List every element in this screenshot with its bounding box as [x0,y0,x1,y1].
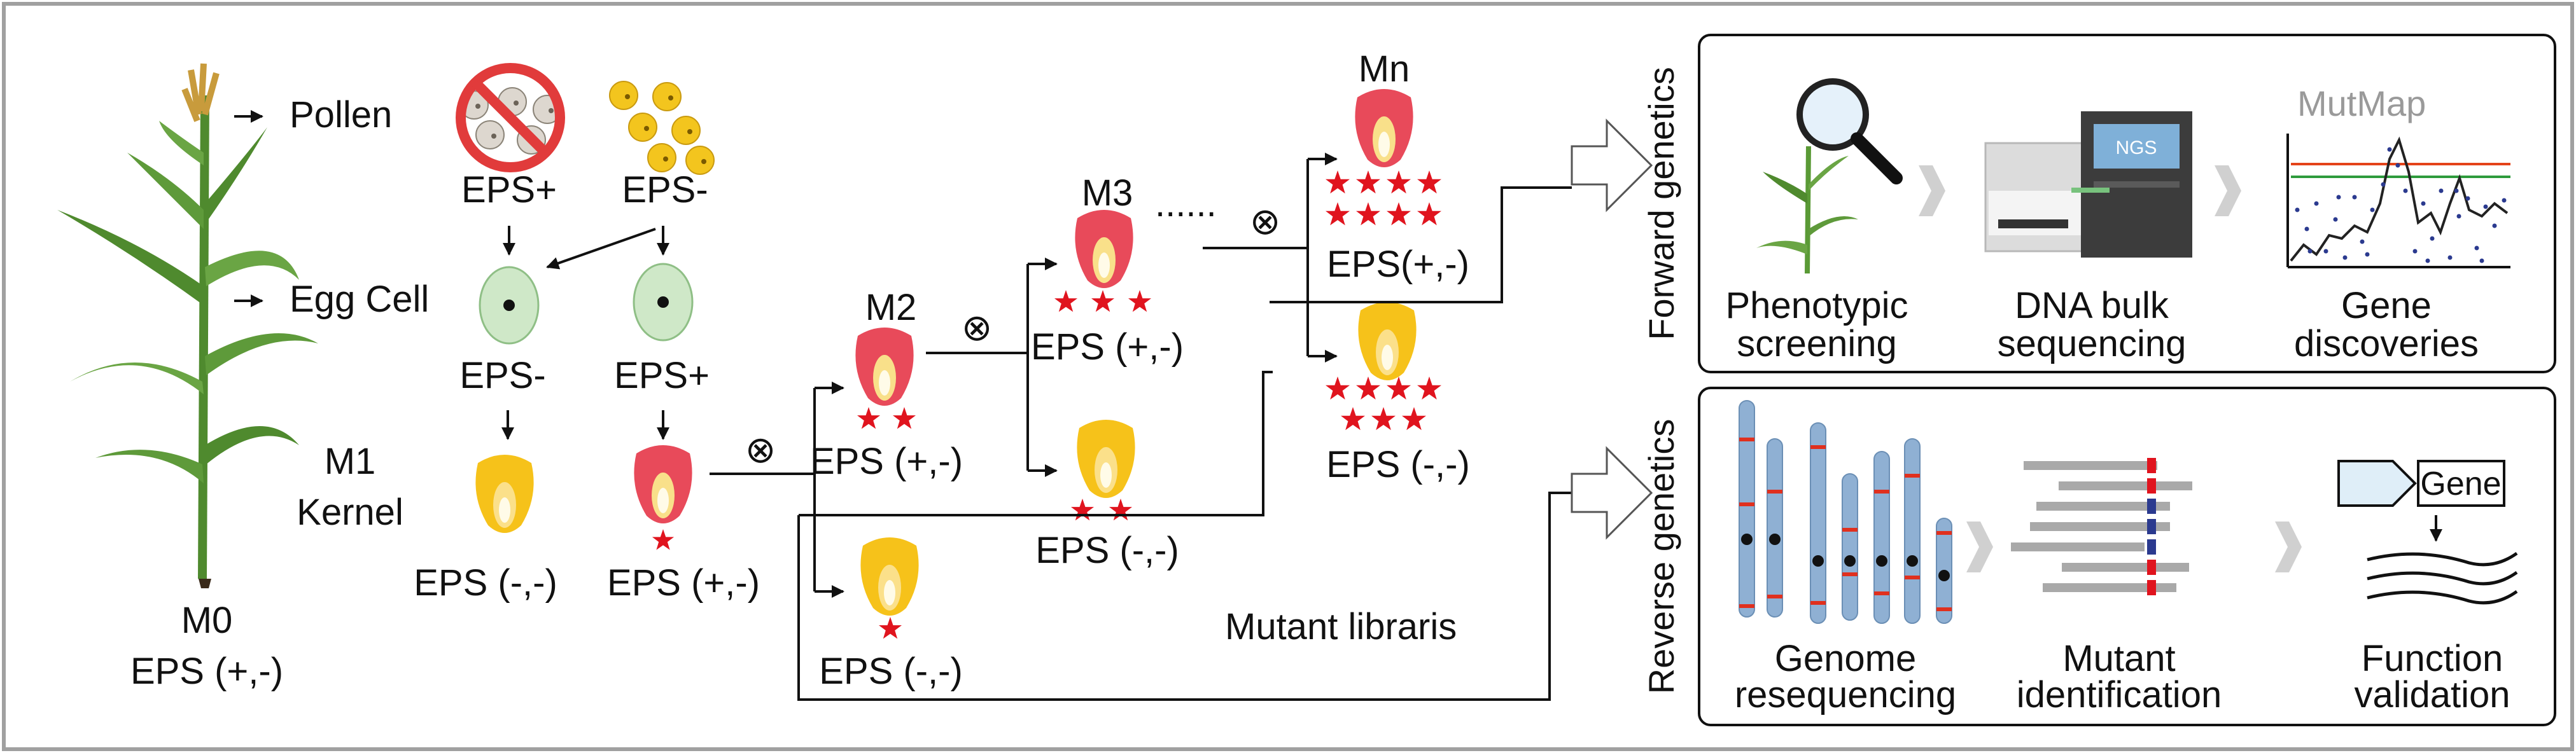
pollen-eps-plus-crossed-icon [456,63,565,172]
m1-eps-mm-label: EPS (-,-) [414,562,557,604]
m3-star-2 [1091,290,1115,312]
self-cross-symbol-m2: ⊗ [962,307,993,349]
forward-step3-line1: Gene [2341,285,2432,326]
m0-label: M0 [181,600,233,641]
svg-text:Gene: Gene [2420,466,2501,502]
line-to-reverse-genetics-b [797,492,1572,701]
m2-eps-mm-label: EPS (-,-) [819,651,963,692]
m3-kernel-red-icon [1075,210,1133,288]
mn-yellow-stars [1326,376,1441,431]
m3-eps-pm-label: EPS (+,-) [1031,326,1184,368]
reverse-big-arrow [1571,447,1653,539]
maize-plant-icon [57,63,318,588]
forward-step2-line2: sequencing [1998,323,2187,364]
chromosomes-icon [1739,400,1952,624]
m2-star-2 [892,407,916,429]
egg-cell-eps-minus-icon [479,266,540,345]
forward-step2-line1: DNA bulk [2015,285,2169,326]
egg-cell-eps-plus-icon [633,263,694,342]
reverse-step2-line1: Mutant [2062,638,2175,679]
line-to-forward-genetics [1270,186,1572,303]
mn-eps-pm-label: EPS(+,-) [1327,244,1469,285]
pollen-eps-minus-icon [609,81,715,175]
forward-step1-line1: Phenotypic [1726,285,1908,326]
mn-eps-mm-label: EPS (-,-) [1326,444,1470,485]
m0-eps-label: EPS (+,-) [130,651,283,692]
m3-star-1 [1054,290,1078,312]
forward-chevron-2 [2215,165,2241,216]
forward-genetics-panel [1698,34,2556,373]
reverse-genetics-title: Reverse genetics [1641,419,1681,694]
m2-kernel-star [878,617,902,639]
pollen-eps-minus-label: EPS- [622,169,708,211]
m3-eps-mm-label: EPS (-,-) [1035,530,1179,571]
m3-yellow-star-1 [1070,499,1095,521]
m2-eps-pm-label: EPS (+,-) [810,441,963,482]
m1-label: M1 [325,441,376,482]
m3-label: M3 [1082,172,1133,214]
egg-eps-plus-label: EPS+ [614,355,710,396]
forward-step3-line2: discoveries [2294,323,2479,364]
pollen-eps-plus-label: EPS+ [461,169,557,211]
reverse-step1-line1: Genome [1775,638,1916,679]
forward-step1-line2: screening [1737,323,1896,364]
egg-cell-label: Egg Cell [290,279,429,320]
generation-dots: ...... [1155,183,1217,225]
reverse-genetics-panel [1698,387,2556,726]
forward-genetics-title: Forward genetics [1641,67,1681,340]
m1-eps-pm-label: EPS (+,-) [607,562,760,604]
kernel-label: Kernel [297,492,403,533]
m1-kernel-yellow-icon [475,455,534,533]
aligned-reads-icon [2011,458,2192,595]
mutant-libraries-label: Mutant libraris [1225,606,1457,647]
m1-kernel-star [652,529,675,550]
m3-yellow-star-2 [1109,499,1133,521]
mn-kernel-red-icon [1355,89,1413,167]
m2-label: M2 [865,287,917,328]
m2-star-1 [857,407,881,429]
egg-eps-minus-label: EPS- [459,355,545,396]
mutmap-title: MutMap [2297,83,2426,123]
magnifier-plant-icon [1756,78,1903,274]
m2-kernel-yellow-icon [860,537,919,616]
self-cross-symbol-m3: ⊗ [1250,201,1281,242]
forward-chevron-1 [1919,165,1945,216]
mutmap-plot [2286,134,2510,268]
reverse-chevron-2 [2275,522,2302,572]
ngs-sequencer-icon: NGS [1984,111,2192,258]
m3-kernel-yellow-icon [1077,420,1135,498]
reverse-step3-line2: validation [2354,674,2510,715]
self-cross-symbol-m1: ⊗ [745,429,776,471]
line-to-reverse-genetics-a [799,371,1273,516]
mn-red-stars [1326,170,1441,226]
reverse-chevron-1 [1966,522,1993,572]
m1-kernel-red-icon [634,445,692,523]
reverse-step3-line1: Function [2362,638,2503,679]
forward-big-arrow [1571,120,1653,211]
mn-kernel-yellow-icon [1358,302,1417,380]
reverse-step2-line2: identification [2017,674,2222,715]
m2-kernel-red-icon [855,328,914,406]
pollen-label: Pollen [290,94,392,135]
reverse-step1-line2: resequencing [1735,674,1956,715]
mn-label: Mn [1359,48,1410,90]
svg-text:NGS: NGS [2115,137,2157,158]
arrow-pollen-minus-cross [546,228,656,270]
gene-construct-icon: Gene [2337,460,2518,605]
m3-star-3 [1128,290,1152,312]
